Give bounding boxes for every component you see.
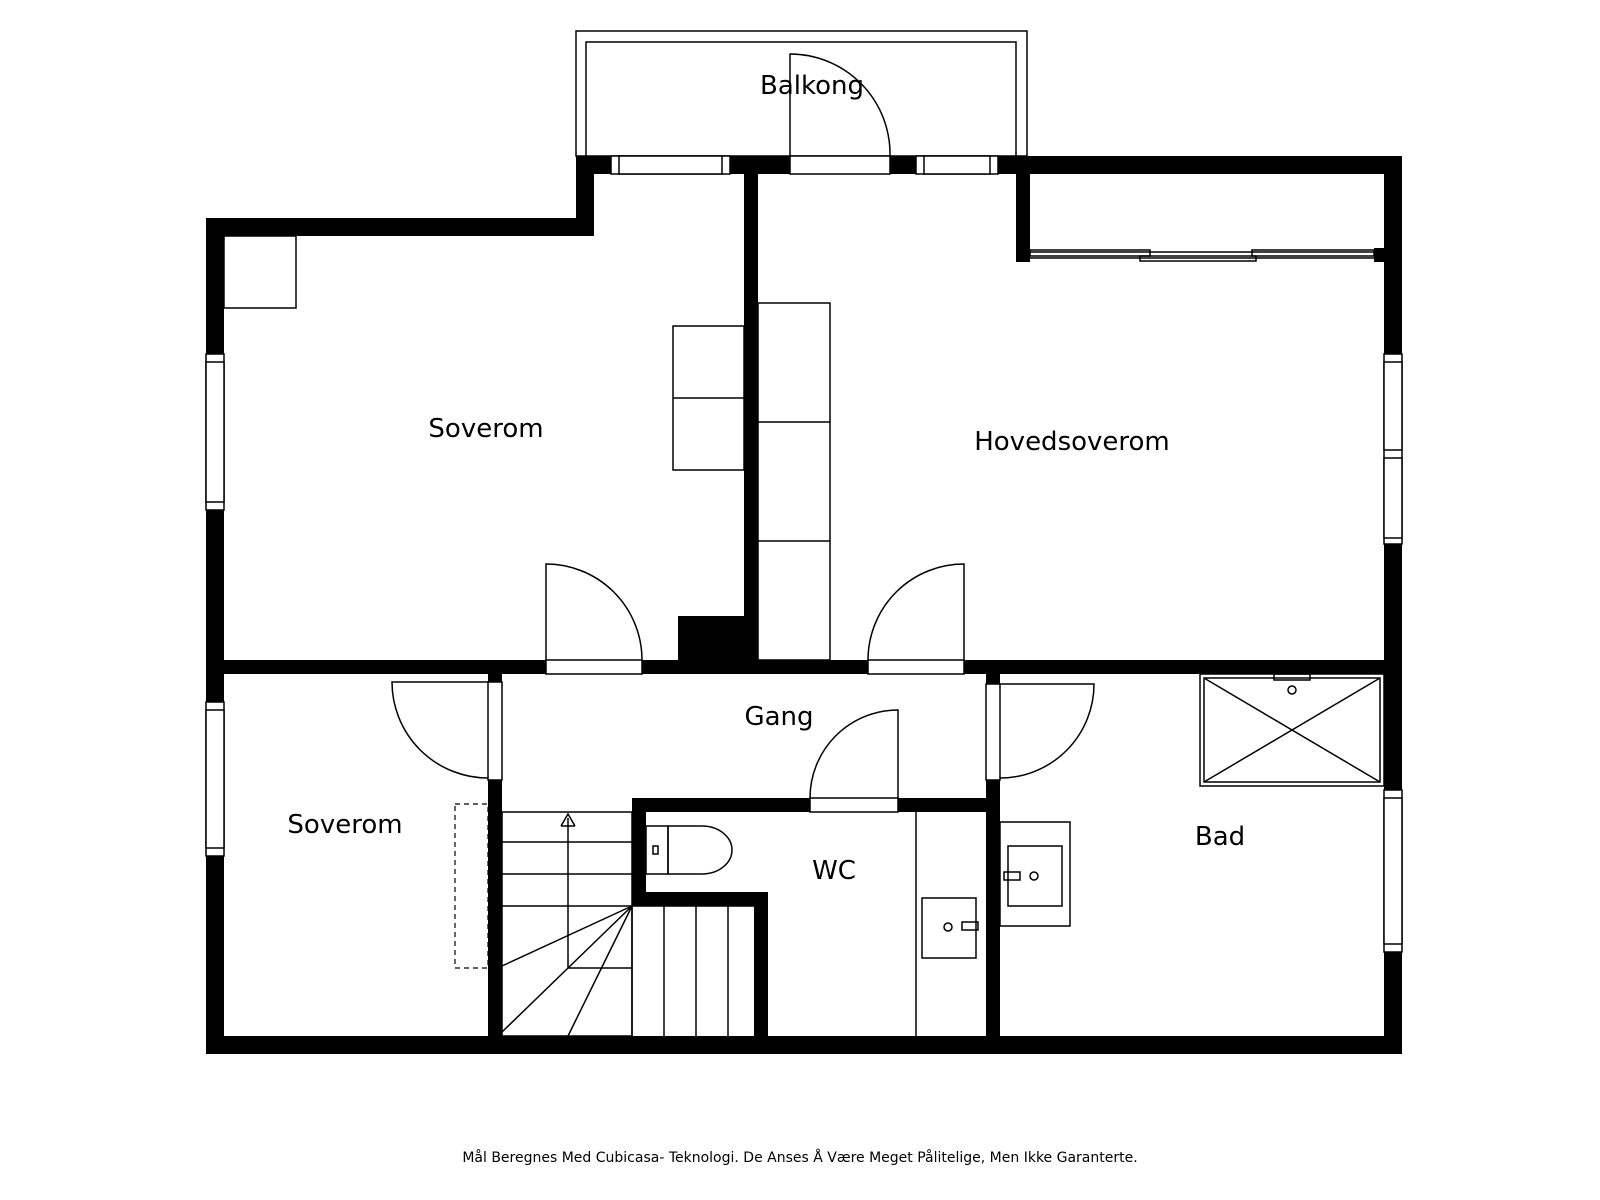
stairs — [501, 811, 754, 1037]
room-label-soverom-upper: Soverom — [428, 414, 543, 444]
furniture — [223, 235, 1375, 969]
walls — [206, 156, 1402, 1054]
sink-icon — [999, 821, 1071, 927]
sink-icon — [921, 897, 977, 959]
disclaimer-text: Mål Beregnes Med Cubicasa- Teknologi. De… — [462, 1150, 1138, 1166]
windows — [205, 155, 1403, 953]
room-label-soverom-lower: Soverom — [287, 810, 402, 840]
room-label-balkong: Balkong — [760, 71, 864, 101]
room-label-gang: Gang — [744, 702, 813, 732]
room-label-wc: WC — [812, 856, 856, 886]
toilet-icon — [667, 825, 733, 875]
wc-fixtures — [645, 812, 979, 1036]
room-label-bad: Bad — [1195, 822, 1245, 852]
room-label-hovedsoverom: Hovedsoverom — [974, 427, 1170, 457]
bath-fixtures — [999, 673, 1385, 927]
doors — [391, 53, 1095, 813]
